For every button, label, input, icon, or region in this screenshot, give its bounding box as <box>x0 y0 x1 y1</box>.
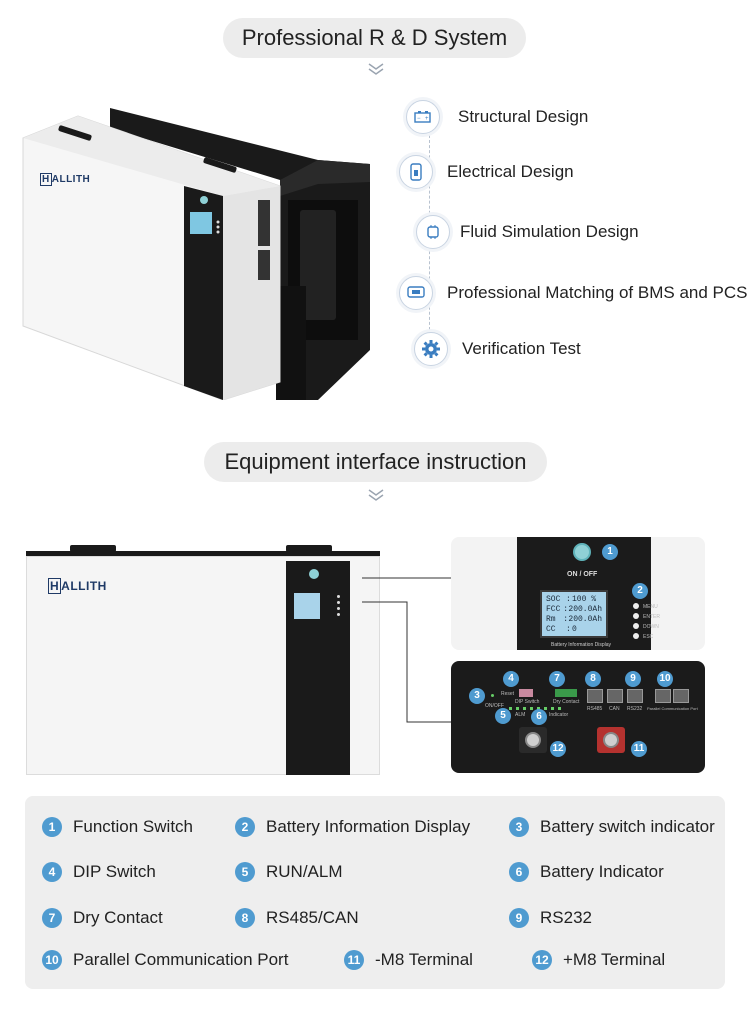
switch-label: ON / OFF <box>567 571 598 578</box>
feature-label: Professional Matching of BMS and PCS <box>447 283 748 302</box>
feature-label: Structural Design <box>458 107 589 126</box>
lcd-screen: SOC:100 % FCC:200.0Ah Rm:200.0Ah CC:0 <box>540 590 608 638</box>
monitor-icon <box>407 286 425 298</box>
logo-mark: H <box>48 578 62 594</box>
battery-unit-front <box>26 545 380 775</box>
feature-electrical: Electrical Design <box>399 152 574 192</box>
svg-text:−: − <box>417 116 421 122</box>
power-switch[interactable] <box>573 543 591 561</box>
zoom-control-panel: 1 ON / OFF SOC:100 % FCC:200.0Ah Rm:200.… <box>451 537 705 650</box>
negative-terminal[interactable] <box>519 727 547 753</box>
feature-fluid: Fluid Simulation Design <box>416 212 639 252</box>
feature-bms-pcs: Professional Matching of BMS and PCS <box>399 273 747 313</box>
callout-2: 2 <box>632 583 648 599</box>
callout-11: 11 <box>631 741 647 757</box>
phone-battery-icon <box>410 163 422 181</box>
rs232-port[interactable] <box>627 689 643 703</box>
parallel-port-b[interactable] <box>673 689 689 703</box>
callout-7: 7 <box>549 671 565 687</box>
callout-8: 8 <box>585 671 601 687</box>
feature-label: Electrical Design <box>447 162 574 181</box>
feature-verification: Verification Test <box>414 329 581 369</box>
down-button[interactable] <box>633 623 639 629</box>
rs485-port[interactable] <box>587 689 603 703</box>
gear-icon <box>422 340 440 358</box>
section-title-interface: Equipment interface instruction <box>204 442 547 482</box>
positive-terminal[interactable] <box>597 727 625 753</box>
legend-item: 12+M8 Terminal <box>532 950 665 970</box>
dry-contact-port[interactable] <box>555 689 577 697</box>
feature-structural: −+ Structural Design <box>406 97 588 137</box>
dip-switch[interactable] <box>519 689 533 697</box>
esc-button[interactable] <box>633 633 639 639</box>
zoom-ports-panel: 3 Reset ON/OFF 4 DIP Switch 7 Dry Contac… <box>451 661 705 773</box>
menu-button[interactable] <box>633 603 639 609</box>
logo-text: ALLITH <box>61 579 107 593</box>
chevron-down-icon <box>368 489 384 501</box>
callout-12: 12 <box>550 741 566 757</box>
leader-lines <box>362 577 452 723</box>
callout-4: 4 <box>503 671 519 687</box>
logo-mark: H <box>40 173 52 186</box>
battery-icon: −+ <box>414 111 431 123</box>
callout-3: 3 <box>469 688 485 704</box>
callout-10: 10 <box>657 671 673 687</box>
can-port[interactable] <box>607 689 623 703</box>
chevron-down-icon <box>368 63 384 75</box>
callout-5: 5 <box>495 708 511 724</box>
feature-label: Fluid Simulation Design <box>460 222 639 241</box>
chip-icon <box>427 225 439 239</box>
logo-text: ALLITH <box>51 174 91 185</box>
svg-text:+: + <box>425 116 429 122</box>
callout-6: 6 <box>531 709 547 725</box>
section-title-rd: Professional R & D System <box>223 18 526 58</box>
legend-item: 11-M8 Terminal <box>344 950 473 970</box>
display-caption: Battery Information Display <box>551 642 612 648</box>
feature-label: Verification Test <box>462 339 581 358</box>
enter-button[interactable] <box>633 613 639 619</box>
battery-unit-exploded-image <box>22 108 370 400</box>
callout-9: 9 <box>625 671 641 687</box>
parallel-port-a[interactable] <box>655 689 671 703</box>
callout-1: 1 <box>602 544 618 560</box>
